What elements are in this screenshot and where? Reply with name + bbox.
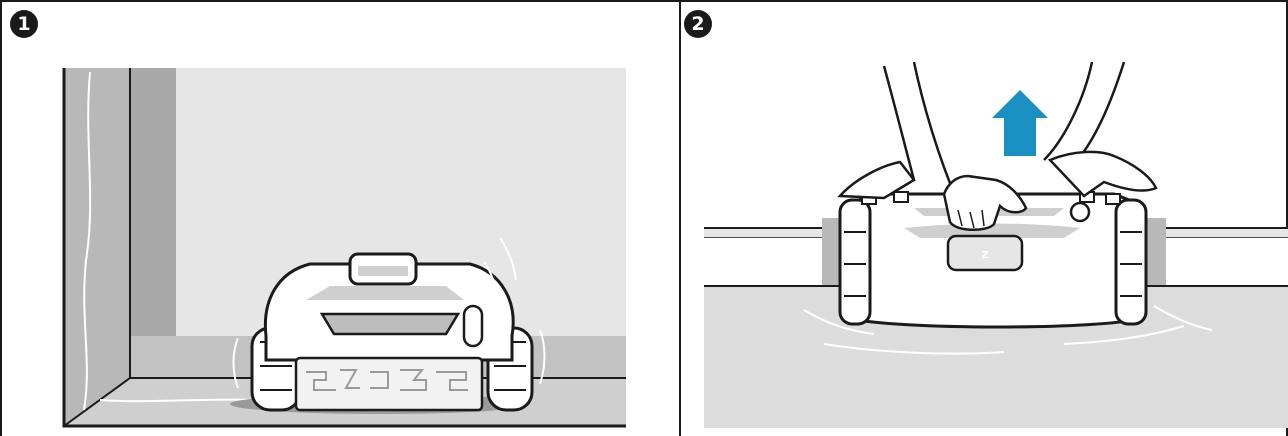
step-2-panel: Z 2: [644, 0, 1288, 436]
step-1-panel: 1: [0, 0, 644, 436]
robot-on-pool-floor-illustration: [0, 0, 644, 436]
up-arrow-icon: [992, 90, 1048, 156]
lift-robot-from-water-illustration: Z: [644, 0, 1288, 436]
svg-text:Z: Z: [981, 250, 988, 261]
step-number-badge: 2: [684, 10, 712, 38]
step-number-badge: 1: [10, 10, 38, 38]
